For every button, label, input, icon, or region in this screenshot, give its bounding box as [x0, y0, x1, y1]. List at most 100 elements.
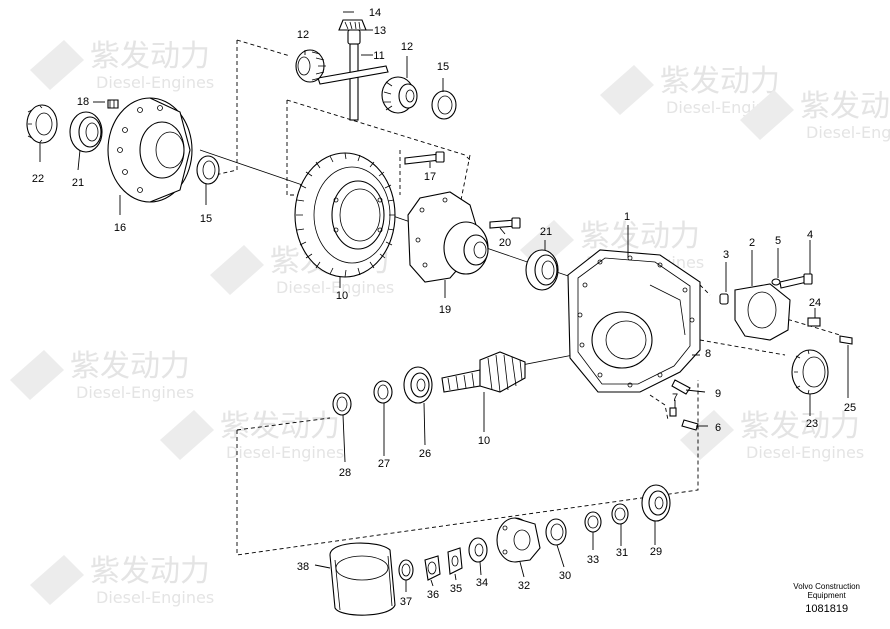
label-19: 19: [439, 304, 451, 316]
label-21-left: 21: [72, 177, 84, 189]
svg-text:紫发动力: 紫发动力: [90, 39, 210, 74]
label-5: 5: [775, 235, 781, 247]
label-3: 3: [723, 249, 729, 261]
plug-7: [669, 407, 677, 417]
adjusting-ring: [791, 349, 829, 395]
differential-housing: [407, 191, 489, 283]
differential-spider: [317, 43, 389, 121]
lock-plate: [807, 317, 821, 327]
lock-washer-36: [424, 555, 441, 581]
label-6: 6: [715, 422, 721, 434]
cap-pin: [719, 293, 729, 305]
svg-text:Diesel-Engines: Diesel-Engines: [276, 278, 394, 297]
label-10-crown: 10: [336, 290, 348, 302]
label-13: 13: [374, 25, 386, 37]
svg-text:Diesel-Engines: Diesel-Engines: [226, 443, 344, 462]
case-bolt: [404, 151, 445, 165]
label-14: 14: [369, 7, 381, 19]
label-26: 26: [419, 448, 431, 460]
label-31: 31: [616, 547, 628, 559]
label-1: 1: [624, 211, 630, 223]
dashed-assembly-lines: [214, 39, 841, 556]
plug-bolt-6: [681, 419, 699, 431]
bevel-gear-small: [338, 19, 367, 31]
svg-text:紫发动力: 紫发动力: [90, 554, 210, 589]
differential-case-half: [107, 97, 193, 203]
label-25: 25: [844, 402, 856, 414]
label-7: 7: [672, 392, 678, 404]
drive-pinion: [441, 351, 526, 393]
bearing-cap: [734, 283, 791, 341]
label-24: 24: [809, 297, 821, 309]
label-9: 9: [715, 388, 721, 400]
svg-text:紫发动力: 紫发动力: [800, 89, 890, 124]
label-27: 27: [378, 458, 390, 470]
label-21-right: 21: [540, 226, 552, 238]
plug-bolt-9: [671, 379, 691, 395]
part-numbers: 1 2 3 4 5 6 7 8 9 10 10 11 12 12 13 14 1…: [32, 7, 856, 608]
svg-text:紫发动力: 紫发动力: [70, 349, 190, 384]
thrust-washer-top: [431, 90, 457, 120]
svg-text:Diesel-Engines: Diesel-Engines: [96, 73, 214, 92]
label-23: 23: [806, 418, 818, 430]
svg-text:紫发动力: 紫发动力: [580, 219, 700, 254]
spacer-35: [447, 547, 463, 575]
svg-text:紫发动力: 紫发动力: [220, 409, 340, 444]
label-36: 36: [427, 589, 439, 601]
publisher-line2: Equipment: [807, 591, 846, 600]
label-11: 11: [373, 50, 384, 62]
pinion-washer-28: [332, 392, 352, 416]
crown-wheel: [294, 152, 396, 278]
label-12-right: 12: [401, 41, 413, 53]
svg-text:紫发动力: 紫发动力: [660, 64, 780, 99]
bolt-small: [107, 99, 119, 109]
svg-text:Diesel-Engines: Diesel-Engines: [806, 123, 890, 142]
label-22: 22: [32, 173, 44, 185]
companion-flange-32: [496, 517, 541, 563]
washer-31: [611, 503, 629, 525]
label-4: 4: [807, 229, 813, 241]
snap-ring-37: [398, 559, 414, 581]
label-10-pinion: 10: [478, 435, 490, 447]
pinion-washer-27: [373, 380, 393, 404]
svg-text:紫发动力: 紫发动力: [740, 409, 860, 444]
publisher-block: Volvo Construction Equipment 1081819: [793, 582, 860, 615]
label-34: 34: [476, 577, 488, 589]
housing-bolt: [489, 217, 521, 229]
label-28: 28: [339, 467, 351, 479]
svg-text:Diesel-Engines: Diesel-Engines: [76, 383, 194, 402]
spider-gear-left: [295, 49, 326, 83]
spider-gear-right: [381, 76, 418, 114]
label-35: 35: [450, 583, 462, 595]
bushing: [347, 29, 361, 45]
label-15-left: 15: [200, 213, 212, 225]
label-30: 30: [559, 570, 571, 582]
pinion-bearing-26: [403, 366, 433, 404]
label-12-left: 12: [297, 29, 309, 41]
label-15-top: 15: [437, 61, 449, 73]
label-20: 20: [499, 237, 511, 249]
publisher-line1: Volvo Construction: [793, 582, 860, 591]
drawing-number: 1081819: [805, 603, 849, 615]
axle-housing: [567, 249, 701, 393]
cap-bolt: [779, 273, 813, 289]
seal-30: [545, 518, 567, 546]
bearing-left: [69, 111, 103, 153]
label-16: 16: [114, 222, 126, 234]
label-17: 17: [424, 171, 436, 183]
label-32: 32: [518, 580, 530, 592]
bearing-29: [641, 484, 671, 522]
bearing-right: [525, 249, 559, 291]
label-38: 38: [297, 561, 309, 573]
washer-33: [584, 511, 602, 533]
label-33: 33: [587, 554, 599, 566]
cap-washer: [771, 278, 781, 286]
nut-34: [468, 537, 488, 563]
bearing-cup-38: [329, 542, 396, 616]
thrust-washer-left: [196, 155, 220, 185]
label-2: 2: [749, 237, 755, 249]
leader-lines: [39, 11, 849, 592]
adjusting-nut-left: [26, 104, 58, 144]
